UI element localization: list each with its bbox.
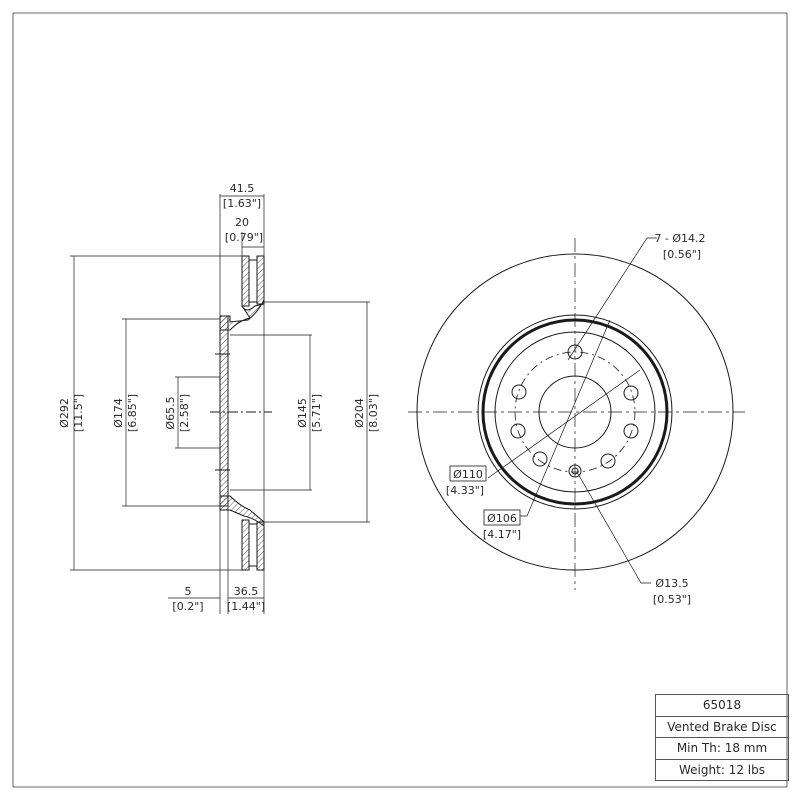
min-thickness: Min Th: 18 mm [656, 737, 788, 759]
part-number: 65018 [702, 698, 742, 712]
dim-center-bore-in: [2.58"] [178, 394, 191, 432]
dim-hat-thickness: 5 [185, 585, 192, 598]
dim-bolt-holes: 7 - Ø14.2 [654, 232, 705, 245]
section-view [210, 255, 272, 571]
dim-center-bore: Ø65.5 [164, 396, 177, 429]
dim-outer-diameter: Ø292 [58, 398, 71, 428]
dim-hat-outer-in: [6.85"] [126, 394, 139, 432]
drawing-frame [12, 12, 788, 788]
dim-hat-outer: Ø174 [112, 398, 125, 428]
section-dimensions [70, 194, 370, 614]
dim-rotor-thickness: 20 [235, 216, 249, 229]
part-description: Vented Brake Disc [656, 715, 788, 738]
dim-hat-inner: Ø145 [296, 398, 309, 428]
dim-locating-hole-in: [0.53"] [653, 593, 691, 606]
dim-bolt-circle-106: Ø106 [487, 512, 517, 525]
dim-inner-friction: Ø204 [353, 398, 366, 428]
dim-bolt-circle-110: Ø110 [453, 468, 483, 481]
dim-overall-width-in: [1.63"] [223, 197, 261, 210]
dim-outer-diameter-in: [11.5"] [72, 394, 85, 432]
title-block: 65018 Vented Brake Disc Min Th: 18 mm We… [655, 694, 789, 781]
part-weight: Weight: 12 lbs [656, 758, 788, 781]
dim-locating-hole: Ø13.5 [655, 577, 688, 590]
dim-hat-inner-in: [5.71"] [310, 394, 323, 432]
dim-rotor-thickness-in: [0.79"] [225, 231, 263, 244]
dim-hat-thickness-in: [0.2"] [172, 600, 203, 613]
front-view [408, 237, 745, 590]
dim-overall-width: 41.5 [230, 182, 255, 195]
dim-bolt-circle-110-in: [4.33"] [446, 484, 484, 497]
dim-inner-friction-in: [8.03"] [367, 394, 380, 432]
dim-hat-height: 36.5 [234, 585, 259, 598]
dim-hat-height-in: [1.44"] [227, 600, 265, 613]
dim-bolt-circle-106-in: [4.17"] [483, 528, 521, 541]
dim-bolt-holes-in: [0.56"] [663, 248, 701, 261]
